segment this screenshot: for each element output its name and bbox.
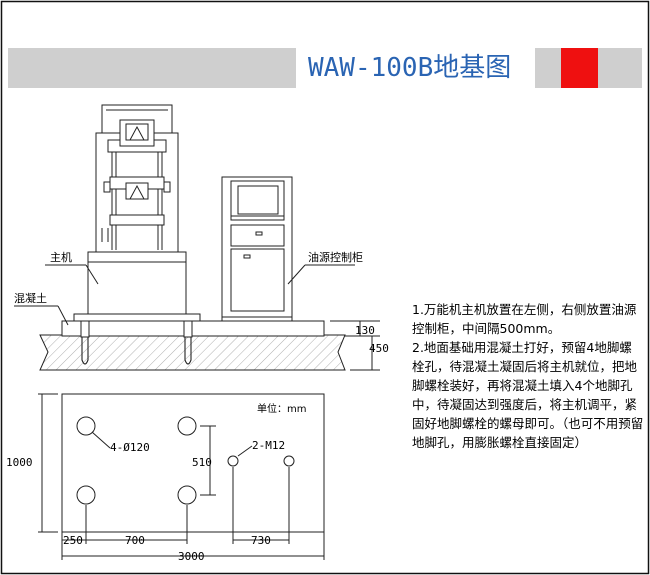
plan-view (38, 393, 325, 560)
dim-3000: 3000 (178, 550, 205, 563)
plan-hole-tr (177, 416, 197, 436)
note-1: 1.万能机主机放置在左侧，右侧放置油源控制柜，中间隔500mm。 (412, 302, 637, 336)
machine-lower-body (87, 251, 187, 315)
dim-700: 700 (125, 534, 145, 547)
plan-hole-tl (76, 416, 96, 436)
dim-hole-4: 4-Ø120 (110, 441, 150, 454)
oil-cabinet-door (230, 248, 285, 312)
concrete-base (61, 320, 325, 337)
dim-hole-2: 2-M12 (252, 439, 285, 452)
machine-footplate (73, 313, 201, 322)
note-2: 2.地面基础用混凝土打好，预留4地脚螺栓孔，待混凝土凝固后将主机就位，把地脚螺栓… (412, 340, 644, 450)
plan-hole-br (177, 485, 197, 505)
dim-1000: 1000 (6, 456, 33, 469)
dim-450: 450 (369, 342, 389, 355)
plan-foundation-rect (61, 393, 325, 533)
plan-bolt-left (227, 455, 239, 467)
header-band-right (535, 48, 561, 88)
installation-notes: 1.万能机主机放置在左侧，右侧放置油源控制柜，中间隔500mm。 2.地面基础用… (412, 300, 644, 452)
plan-bolt-right (283, 455, 295, 467)
dim-730: 730 (251, 534, 271, 547)
label-oil-cabinet: 油源控制柜 (308, 250, 363, 264)
dim-130: 130 (355, 324, 375, 337)
label-main-machine: 主机 (50, 250, 72, 264)
dim-510: 510 (192, 456, 212, 469)
header-accent-square (561, 48, 598, 88)
elevation-view (14, 104, 380, 371)
plan-unit-label: 单位：mm (257, 402, 306, 415)
page-title: WAW-100B地基图 (308, 53, 512, 83)
dim-250: 250 (63, 534, 83, 547)
ground-slab (39, 334, 346, 371)
header-band (8, 48, 296, 88)
plan-hole-bl (76, 485, 96, 505)
label-concrete: 混凝土 (14, 291, 47, 305)
header-band-end (598, 48, 642, 88)
